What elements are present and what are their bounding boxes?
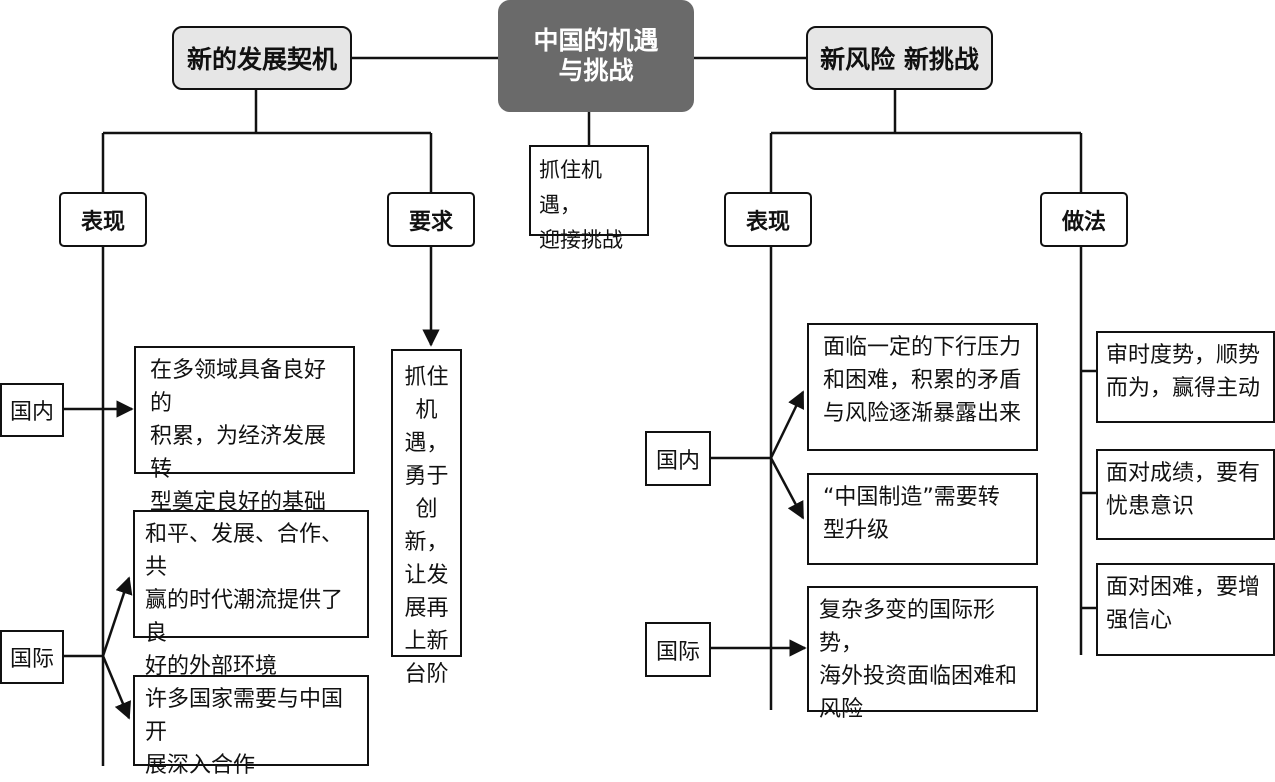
center-topic[interactable]: 中国的机遇 与挑战 xyxy=(498,0,694,112)
center-note: 抓住机遇， 迎接挑战 xyxy=(529,145,649,252)
left-manifest-label[interactable]: 表现 xyxy=(59,192,147,247)
left-domestic-label: 国内 xyxy=(0,383,64,437)
right-domestic-item: 面临一定的下行压力 和困难，积累的矛盾 与风险逐渐暴露出来 xyxy=(807,323,1038,451)
left-domestic-item: 在多领域具备良好的 积累，为经济发展转 型奠定良好的基础 xyxy=(134,346,355,515)
left-international-label: 国际 xyxy=(0,630,64,684)
right-domestic-item: “中国制造”需要转 型升级 xyxy=(807,473,1038,565)
right-international-item: 复杂多变的国际形势， 海外投资面临困难和 风险 xyxy=(807,586,1038,722)
right-action-label[interactable]: 做法 xyxy=(1040,192,1128,247)
connector-lines xyxy=(63,56,1096,766)
right-action-item: 审时度势，顺势 而为，赢得主动 xyxy=(1096,331,1275,423)
right-domestic-label: 国内 xyxy=(645,431,711,486)
right-manifest-label[interactable]: 表现 xyxy=(724,192,812,247)
left-requirement: 抓住 机遇， 勇于 创新， 让发 展再 上新 台阶 xyxy=(391,349,462,687)
right-action-item: 面对成绩，要有 忧患意识 xyxy=(1096,449,1275,540)
right-action-item: 面对困难，要增 强信心 xyxy=(1096,563,1275,656)
left-international-item: 和平、发展、合作、共 赢的时代潮流提供了良 好的外部环境 xyxy=(133,510,369,679)
left-require-label[interactable]: 要求 xyxy=(387,192,475,247)
right-topic-new-risks[interactable]: 新风险 新挑战 xyxy=(806,26,993,90)
left-topic-new-opportunities[interactable]: 新的发展契机 xyxy=(172,26,352,90)
right-international-label: 国际 xyxy=(645,622,711,677)
left-international-item: 许多国家需要与中国开 展深入合作 xyxy=(133,675,369,778)
